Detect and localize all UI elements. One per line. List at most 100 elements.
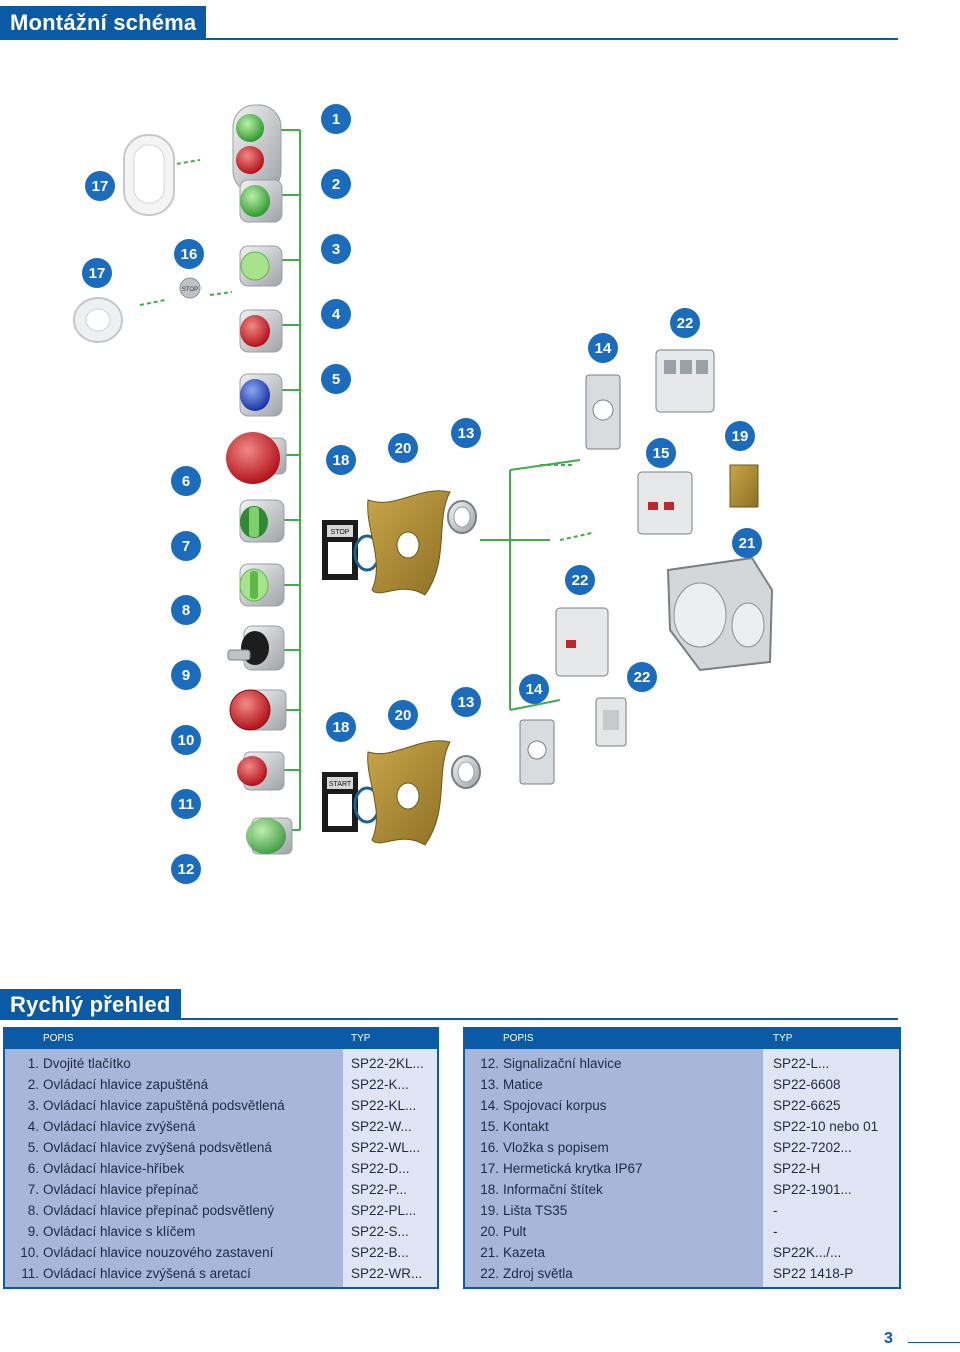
callout-17: 17 — [85, 171, 115, 201]
col-desc-header: POPIS — [503, 1033, 534, 1044]
table-header: POPIS TYP — [5, 1029, 437, 1049]
callout-label: 11 — [178, 796, 194, 813]
callout-5: 5 — [321, 364, 351, 394]
flush-illuminated-button-icon — [239, 245, 283, 287]
callout-label: 16 — [181, 246, 198, 263]
callout-label: 17 — [89, 265, 106, 282]
callout-14-lower: 14 — [519, 674, 549, 704]
callout-9: 9 — [171, 660, 201, 690]
callout-label: 22 — [572, 572, 589, 589]
callout-21: 21 — [732, 528, 762, 558]
callout-11: 11 — [171, 789, 201, 819]
title-rule — [0, 38, 898, 40]
nut-lower-icon — [451, 755, 481, 789]
round-cap-icon — [73, 297, 123, 343]
callout-label: 20 — [395, 707, 412, 724]
callout-label: 4 — [332, 306, 341, 323]
callout-20: 20 — [388, 433, 418, 463]
overview-rule — [0, 1018, 898, 1020]
callout-22-top: 22 — [670, 308, 700, 338]
callout-label: 9 — [182, 667, 190, 684]
nut-icon — [447, 500, 477, 534]
callout-18-lower: 18 — [326, 712, 356, 742]
callout-16: 16 — [174, 239, 204, 269]
callout-label: 2 — [332, 176, 340, 193]
raised-button-icon — [239, 309, 283, 353]
page-number: 3 — [884, 1330, 893, 1347]
callout-label: 7 — [182, 538, 190, 555]
overview-title: Rychlý přehled — [0, 989, 181, 1020]
callout-13-lower: 13 — [451, 687, 481, 717]
callout-label: 12 — [178, 861, 195, 878]
key-switch-icon — [227, 625, 285, 671]
col-desc-header: POPIS — [43, 1033, 74, 1044]
callout-14: 14 — [588, 333, 618, 363]
emergency-stop-icon — [229, 689, 287, 731]
raised-latching-button-icon — [237, 751, 285, 791]
callout-3: 3 — [321, 234, 351, 264]
callout-label: 10 — [178, 732, 195, 749]
assembly-diagram: STOP — [73, 104, 774, 884]
double-button-icon — [232, 104, 282, 194]
callout-12: 12 — [171, 854, 201, 884]
hermetic-cap-icon — [123, 134, 175, 216]
table-row: 20.Pult- — [480, 1224, 778, 1239]
coupling-body-icon — [585, 374, 621, 450]
callouts: 1 2 3 4 5 6 7 8 9 10 11 12 13 13 14 14 1… — [82, 104, 762, 884]
raised-illuminated-button-icon — [239, 373, 283, 417]
callout-label: 8 — [182, 602, 190, 619]
table-row: 19.Lišta TS35- — [480, 1203, 778, 1218]
callout-label: 18 — [333, 452, 350, 469]
callout-10: 10 — [171, 725, 201, 755]
col-type-header: TYP — [351, 1033, 371, 1044]
callout-label: 19 — [732, 428, 749, 445]
callout-label: 13 — [458, 694, 475, 711]
start-label: START — [329, 781, 352, 788]
callout-4: 4 — [321, 299, 351, 329]
callout-label: 17 — [92, 178, 109, 195]
label-plate-start-icon: START — [322, 772, 358, 832]
table-row: 3.Ovládací hlavice zapuštěná podsvětlená… — [27, 1098, 417, 1113]
insert-label: STOP — [182, 287, 198, 293]
insert-icon: STOP — [179, 277, 201, 299]
callout-label: 20 — [395, 440, 412, 457]
callout-label: 14 — [526, 681, 543, 698]
callout-label: 22 — [677, 315, 694, 332]
callout-1: 1 — [321, 104, 351, 134]
stop-label: STOP — [331, 529, 350, 536]
label-plate-icon: STOP — [322, 520, 358, 580]
callout-22-lower: 22 — [627, 662, 657, 692]
coupling-body-lower-icon — [519, 719, 555, 785]
enclosure-icon — [666, 556, 774, 672]
callout-label: 22 — [634, 669, 651, 686]
callout-label: 13 — [458, 425, 475, 442]
callout-label: 6 — [182, 473, 190, 490]
callout-18: 18 — [326, 445, 356, 475]
callout-7: 7 — [171, 531, 201, 561]
contact-block-icon — [655, 349, 715, 413]
callout-label: 14 — [595, 340, 612, 357]
callout-17-lower: 17 — [82, 258, 112, 288]
table-header: POPIS TYP — [465, 1029, 899, 1049]
callout-8: 8 — [171, 595, 201, 625]
callout-13: 13 — [451, 418, 481, 448]
illuminated-selector-icon — [239, 563, 285, 607]
callout-19: 19 — [725, 421, 755, 451]
